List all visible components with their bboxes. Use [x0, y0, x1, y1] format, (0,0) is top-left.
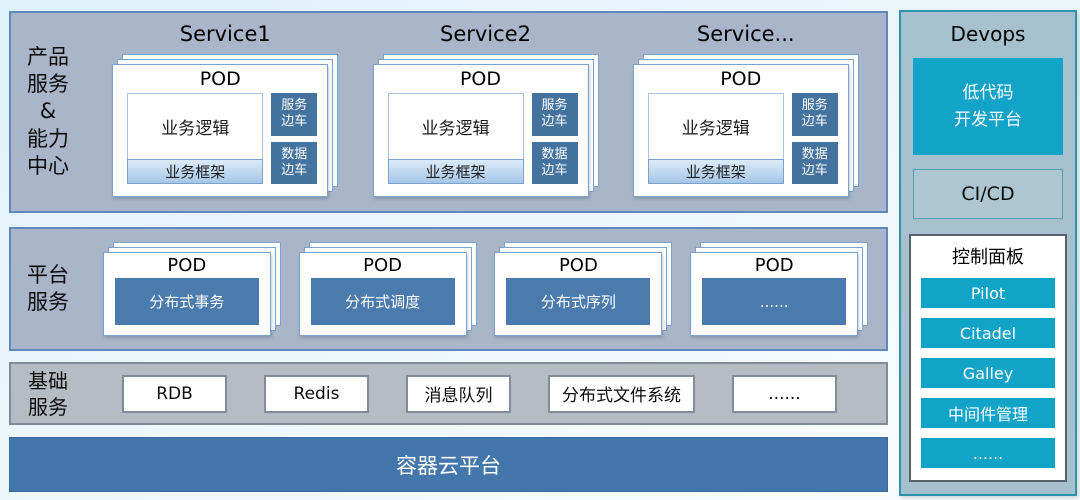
- data-sidecar-box: 数据 边车: [791, 141, 838, 184]
- basic-service-items: RDB Redis 消息队列 分布式文件系统 ......: [85, 364, 886, 423]
- pod-title: POD: [459, 68, 502, 90]
- service-title: Service1: [179, 22, 271, 46]
- pod-body: 业务逻辑 业务框架 服务 边车 数据 边车: [374, 92, 588, 196]
- ellipsis-button: ......: [921, 438, 1055, 468]
- service-group-2: Service2 POD 业务逻辑 业务框架 服务 边车 数据 边车: [366, 22, 606, 211]
- business-logic-box: 业务逻辑: [647, 93, 784, 160]
- service-title: Service...: [696, 22, 795, 46]
- basic-row-label: 基础 服务: [28, 368, 68, 419]
- platform-pod-stack: POD 分布式调度: [298, 242, 477, 336]
- distributed-filesystem-box: 分布式文件系统: [548, 374, 695, 413]
- service-sidecar-box: 服务 边车: [791, 93, 838, 136]
- ellipsis-bar: ......: [702, 278, 847, 325]
- business-logic-box: 业务逻辑: [127, 93, 264, 160]
- control-panel-box: 控制面板 Pilot Citadel Galley 中间件管理 ......: [909, 234, 1067, 482]
- pod-card: POD 业务逻辑 业务框架 服务 边车 数据 边车: [632, 64, 849, 197]
- platform-pod-stack: POD ......: [690, 242, 869, 336]
- pod-title: POD: [167, 255, 207, 276]
- data-sidecar-box: 数据 边车: [531, 141, 578, 184]
- service-title: Service2: [440, 22, 531, 46]
- platform-services-row: 平台 服务 POD 分布式事务 POD 分布式调度 POD 分布式序列: [9, 227, 888, 351]
- business-framework-bar: 业务框架: [387, 159, 524, 184]
- platform-row-label: 平台 服务: [27, 262, 69, 314]
- service-group-3: Service... POD 业务逻辑 业务框架 服务 边车 数据 边车: [626, 22, 866, 211]
- product-services-row: 产品 服务 & 能力 中心 Service1 POD 业务逻辑 业务框架 服务 …: [9, 11, 888, 213]
- devops-panel: Devops 低代码 开发平台 CI/CD 控制面板 Pilot Citadel…: [899, 10, 1077, 496]
- business-column: 业务逻辑 业务框架: [387, 93, 524, 184]
- ellipsis-box: ......: [732, 374, 837, 413]
- platform-pod-stack: POD 分布式序列: [494, 242, 673, 336]
- business-framework-bar: 业务框架: [647, 159, 784, 184]
- pod-card: POD 业务逻辑 业务框架 服务 边车 数据 边车: [112, 64, 329, 197]
- business-logic-box: 业务逻辑: [387, 93, 524, 160]
- data-sidecar-box: 数据 边车: [271, 141, 318, 184]
- pod-title: POD: [363, 255, 403, 276]
- pod-stack: POD 业务逻辑 业务框架 服务 边车 数据 边车: [372, 54, 599, 197]
- container-cloud-platform-bar: 容器云平台: [9, 437, 888, 492]
- pod-stack: POD 业务逻辑 业务框架 服务 边车 数据 边车: [632, 54, 859, 197]
- message-queue-box: 消息队列: [406, 374, 511, 413]
- business-framework-bar: 业务框架: [127, 159, 264, 184]
- sidecar-column: 服务 边车 数据 边车: [271, 93, 318, 184]
- pod-body: 业务逻辑 业务框架 服务 边车 数据 边车: [634, 92, 848, 196]
- basic-services-row: 基础 服务 RDB Redis 消息队列 分布式文件系统 ......: [9, 362, 888, 425]
- pod-stack: POD 业务逻辑 业务框架 服务 边车 数据 边车: [112, 54, 339, 197]
- citadel-button: Citadel: [921, 318, 1055, 348]
- pod-card: POD 分布式调度: [298, 252, 467, 336]
- pilot-button: Pilot: [921, 278, 1055, 308]
- distributed-scheduling-bar: 分布式调度: [310, 278, 455, 325]
- service-sidecar-box: 服务 边车: [531, 93, 578, 136]
- product-row-label: 产品 服务 & 能力 中心: [27, 44, 69, 178]
- galley-button: Galley: [921, 358, 1055, 388]
- pod-card: POD 分布式事务: [102, 252, 271, 336]
- cicd-box: CI/CD: [913, 169, 1063, 219]
- pod-title: POD: [754, 255, 794, 276]
- distributed-transaction-bar: 分布式事务: [114, 278, 259, 325]
- service-group-1: Service1 POD 业务逻辑 业务框架 服务 边车 数据 边车: [105, 22, 345, 211]
- pod-title: POD: [558, 255, 598, 276]
- pod-title: POD: [720, 68, 762, 90]
- lowcode-platform-box: 低代码 开发平台: [913, 58, 1063, 155]
- sidecar-column: 服务 边车 数据 边车: [791, 93, 838, 184]
- service-groups: Service1 POD 业务逻辑 业务框架 服务 边车 数据 边车: [85, 13, 886, 211]
- platform-pod-stack: POD 分布式事务: [102, 242, 281, 336]
- control-panel-title: 控制面板: [952, 247, 1024, 268]
- pod-card: POD 业务逻辑 业务框架 服务 边车 数据 边车: [372, 64, 589, 197]
- redis-box: Redis: [264, 374, 369, 413]
- middleware-management-button: 中间件管理: [921, 398, 1055, 428]
- sidecar-column: 服务 边车 数据 边车: [531, 93, 578, 184]
- pod-card: POD 分布式序列: [494, 252, 663, 336]
- pod-card: POD ......: [690, 252, 859, 336]
- business-column: 业务逻辑 业务框架: [647, 93, 784, 184]
- distributed-sequence-bar: 分布式序列: [506, 278, 651, 325]
- pod-title: POD: [199, 68, 241, 90]
- service-sidecar-box: 服务 边车: [271, 93, 318, 136]
- pod-body: 业务逻辑 业务框架 服务 边车 数据 边车: [113, 92, 327, 196]
- devops-title: Devops: [950, 22, 1026, 46]
- rdb-box: RDB: [122, 374, 227, 413]
- platform-pods: POD 分布式事务 POD 分布式调度 POD 分布式序列 POD: [85, 229, 886, 349]
- business-column: 业务逻辑 业务框架: [127, 93, 264, 184]
